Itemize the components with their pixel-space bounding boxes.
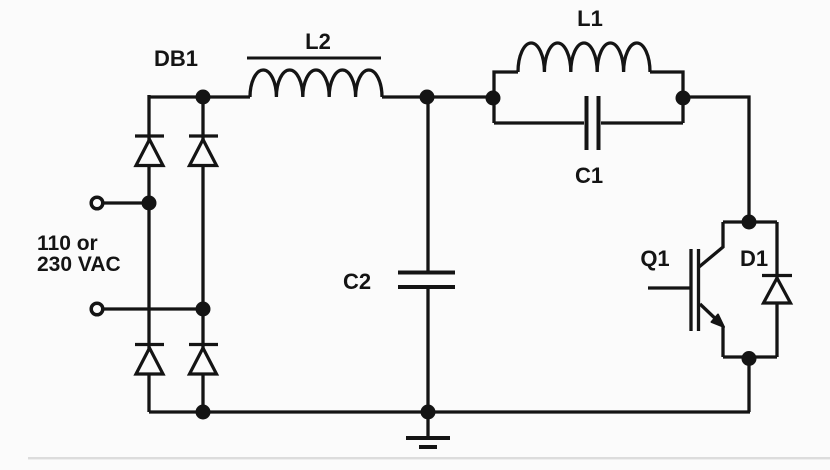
junction-tank-right — [675, 90, 691, 106]
coil-l2 — [248, 68, 384, 98]
transistor-q1-label: Q1 — [640, 246, 669, 271]
capacitor-c2: C2 — [343, 97, 455, 412]
diode-top-right — [186, 134, 220, 168]
inductor-l2: L2 — [247, 29, 384, 98]
capacitor-c1: C1 — [494, 96, 683, 188]
d1-triangle — [760, 274, 794, 305]
q1-emitter-arrow — [710, 313, 725, 328]
capacitor-c2-label: C2 — [343, 269, 371, 294]
bridge-rectifier-db1: DB1 — [133, 46, 220, 376]
junction-ground — [420, 404, 436, 420]
ac-voltage-label-line1: 110 or — [37, 232, 98, 255]
junction-bottom-rail — [195, 404, 211, 420]
igbt-q1: Q1 — [640, 222, 725, 357]
capacitor-c1-label: C1 — [575, 163, 603, 188]
switch-block-q1-d1: Q1 D1 — [640, 220, 794, 359]
coil-l1 — [516, 41, 652, 73]
ac-terminal-top — [89, 195, 105, 211]
junction-switch-bottom — [741, 351, 757, 366]
junction-ac-neutral — [195, 301, 211, 317]
junction-tank-left — [485, 90, 501, 106]
junction-ac-live — [141, 195, 157, 211]
tank-l1-c1: L1 C1 — [492, 6, 685, 188]
junction-top-rail — [195, 89, 211, 105]
diode-bottom-left — [133, 342, 166, 376]
bottom-edge-line — [28, 457, 830, 460]
ac-voltage-label-line2: 230 VAC — [37, 253, 121, 276]
junction-switch-top — [741, 214, 757, 230]
diode-d1: D1 — [740, 222, 794, 357]
inductor-l1-label: L1 — [577, 6, 603, 31]
inductor-l1: L1 — [516, 6, 652, 73]
ac-terminal-bottom — [89, 301, 105, 317]
wire-to-switch — [683, 95, 751, 222]
diode-top-left — [133, 134, 166, 168]
diode-d1-label: D1 — [740, 246, 768, 271]
inductor-l2-label: L2 — [305, 29, 331, 54]
diode-bottom-right — [186, 342, 220, 376]
q1-collector — [697, 222, 725, 269]
tank-left-rail — [492, 70, 518, 123]
ac-input: 110 or 230 VAC — [37, 195, 203, 317]
bridge-label: DB1 — [154, 46, 198, 71]
junction-dots — [141, 89, 757, 420]
tank-right-rail — [650, 70, 685, 123]
junction-c2-tap — [419, 89, 435, 105]
